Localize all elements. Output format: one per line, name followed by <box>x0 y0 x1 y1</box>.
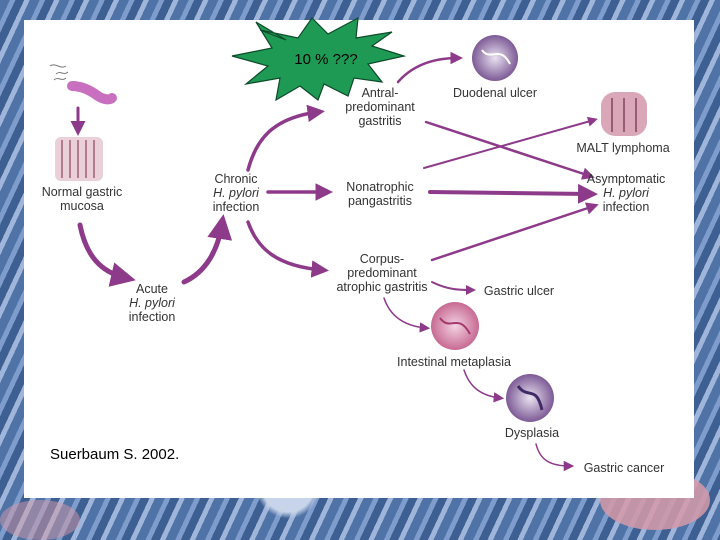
arrow-dysplasia-to-cancer <box>535 443 575 472</box>
arrow-chronic-to-corpus <box>246 220 329 278</box>
dysplasia-tissue-icon <box>506 374 554 422</box>
background-blob <box>0 500 80 540</box>
arrow-chronic-to-antral <box>246 104 325 172</box>
bacterium-icon <box>49 64 117 105</box>
normal-mucosa-tissue-icon <box>55 137 103 181</box>
diagram-panel <box>24 20 694 498</box>
node-malt-lymphoma: MALT lymphoma <box>576 141 670 155</box>
node-intestinal-metaplasia: Intestinal metaplasia <box>397 355 511 369</box>
arrow-metaplasia-to-dysplasia <box>463 369 505 403</box>
arrow-normal-to-acute <box>77 222 136 287</box>
arrow-antral-to-asymptomatic <box>424 120 595 180</box>
duodenal-tissue-icon <box>472 35 518 81</box>
pathway-arrows <box>70 51 599 472</box>
citation-label: Suerbaum S. 2002. <box>42 440 270 470</box>
arrow-acute-to-chronic <box>181 214 233 285</box>
arrow-antral-to-duodenal <box>396 51 463 84</box>
arrow-corpus-to-gastric-ulcer <box>431 281 476 295</box>
arrow-corpus-to-asymptomatic <box>430 202 599 262</box>
metaplasia-tissue-icon <box>431 302 479 350</box>
node-dysplasia: Dysplasia <box>504 426 560 440</box>
arrow-corpus-to-malt <box>423 116 598 169</box>
node-duodenal-ulcer: Duodenal ulcer <box>452 86 538 100</box>
arrow-nonatrophic-to-asymptomatic <box>428 183 598 204</box>
arrow-corpus-to-metaplasia <box>383 297 431 333</box>
callout-starburst: 10 % ??? <box>231 16 407 102</box>
node-gastric-cancer: Gastric cancer <box>583 461 665 475</box>
node-gastric-ulcer: Gastric ulcer <box>483 284 555 298</box>
callout-text: 10 % ??? <box>294 51 357 68</box>
